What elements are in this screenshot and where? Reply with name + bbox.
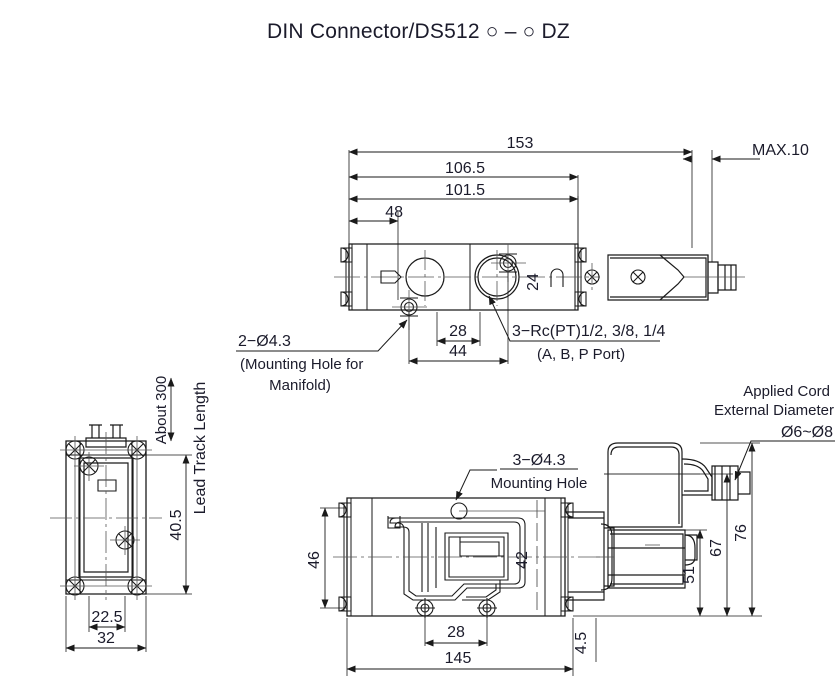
dim-28-front: 28 (424, 624, 488, 647)
dim-40-5-label: 40.5 (168, 509, 185, 540)
callout-manifold-hole-line3: Manifold) (269, 377, 331, 394)
dim-101-5: 101.5 (348, 182, 579, 203)
dim-101-5-label: 101.5 (445, 182, 485, 199)
callout-mounting-hole-line1: 3−Ø4.3 (513, 452, 566, 469)
end-view-group: About 300 Lead Track Length 40.5 22.5 (50, 376, 209, 652)
front-view-group: 42 46 (306, 383, 835, 676)
dim-153-label: 153 (507, 135, 534, 152)
dim-about-300-label: About 300 (153, 376, 170, 444)
dim-51-label: 51 (681, 566, 698, 584)
dim-48-label: 48 (385, 204, 403, 221)
dim-22-5-label: 22.5 (91, 609, 122, 626)
dim-46: 46 (306, 507, 329, 609)
dim-106-5-label: 106.5 (445, 160, 485, 177)
callout-port-thread-line1: 3−Rc(PT)1/2, 3/8, 1/4 (512, 323, 666, 340)
top-view-group: 153 106.5 101.5 48 MAX.10 (236, 135, 809, 394)
leader-port-thread (488, 295, 660, 342)
dim-44-label: 44 (449, 343, 467, 360)
dim-32-label: 32 (97, 630, 115, 647)
callout-applied-cord-line3: Ø6~Ø8 (781, 424, 833, 441)
leader-manifold-hole (236, 319, 408, 352)
dim-51: 51 (681, 529, 704, 617)
dim-28-top: 28 (436, 323, 481, 345)
callout-port-thread-line2: (A, B, P Port) (537, 346, 625, 363)
label-lead-track-length: Lead Track Length (192, 382, 209, 515)
dim-28-top-label: 28 (449, 323, 467, 340)
dim-32: 32 (65, 630, 147, 652)
dim-28-front-label: 28 (447, 624, 465, 641)
leader-mounting-hole (455, 469, 497, 501)
dim-145-label: 145 (445, 650, 472, 667)
dim-42-label: 42 (514, 551, 531, 569)
dim-67: 67 (708, 473, 731, 617)
dim-22-5: 22.5 (88, 609, 126, 631)
dim-76-label: 76 (733, 524, 750, 542)
leader-applied-cord (734, 440, 835, 481)
dim-76: 76 (733, 442, 756, 617)
dim-48: 48 (348, 204, 403, 225)
dim-max10-label: MAX.10 (752, 142, 809, 159)
callout-applied-cord-line1: Applied Cord (743, 383, 830, 400)
dim-153: 153 (348, 135, 693, 156)
callout-manifold-hole-line1: 2−Ø4.3 (238, 333, 291, 350)
callout-applied-cord-line2: External Diameter (714, 402, 834, 419)
dim-44: 44 (408, 343, 509, 365)
dim-46-label: 46 (306, 551, 323, 569)
page-title: DIN Connector/DS512 ○ – ○ DZ (267, 20, 570, 43)
dim-67-label: 67 (708, 539, 725, 557)
dim-max10: MAX.10 (682, 142, 809, 163)
dim-4-5-label: 4.5 (573, 632, 590, 654)
dim-24-label: 24 (525, 273, 542, 291)
dim-106-5: 106.5 (348, 160, 579, 181)
dim-145: 145 (346, 650, 574, 673)
callout-mounting-hole-line2: Mounting Hole (491, 475, 588, 492)
callout-manifold-hole-line2: (Mounting Hole for (240, 356, 363, 373)
